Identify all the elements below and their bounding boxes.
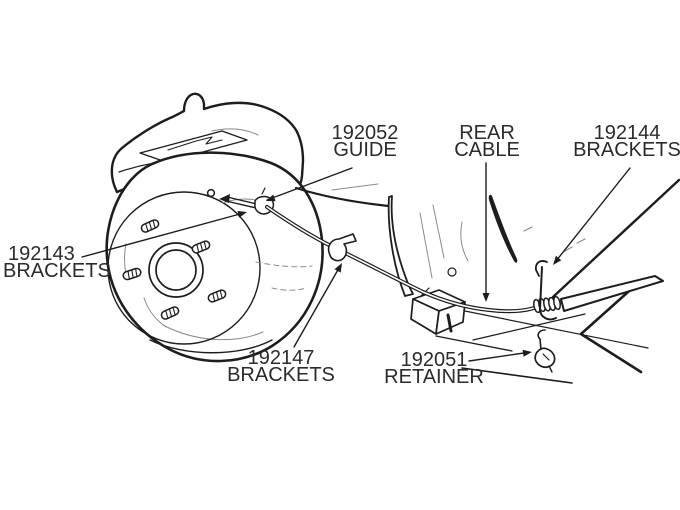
guide-pin-arrow bbox=[219, 194, 230, 203]
label-brackets-right-part-number: 192144 bbox=[593, 122, 661, 144]
cable-clamp-bracket bbox=[327, 233, 357, 262]
label-retainer: 192051 RETAINER bbox=[384, 349, 484, 388]
leader-guide bbox=[266, 167, 353, 202]
retainer-clip bbox=[534, 329, 556, 373]
wheel-studs bbox=[122, 219, 227, 320]
label-brackets-center-part-number: 192147 bbox=[247, 347, 315, 369]
leader-rear-cable bbox=[482, 162, 490, 302]
label-rear-cable: REAR CABLE bbox=[454, 122, 520, 161]
leader-lines bbox=[81, 162, 631, 362]
cable-coil-shield bbox=[533, 295, 561, 314]
label-retainer-name: RETAINER bbox=[384, 365, 484, 388]
label-brackets-left: 192143 BRACKETS bbox=[3, 243, 111, 282]
label-brackets-right: 192144 BRACKETS bbox=[573, 122, 680, 161]
label-guide: 192052 GUIDE bbox=[331, 122, 399, 161]
label-brackets-center: 192147 BRACKETS bbox=[227, 347, 335, 386]
brake-drum bbox=[105, 151, 324, 363]
frame-rail-edge bbox=[551, 178, 680, 299]
label-brackets-center-name: BRACKETS bbox=[227, 363, 335, 386]
label-rear-cable-line1: REAR bbox=[459, 122, 515, 144]
leader-brackets-left bbox=[81, 211, 247, 258]
frame-and-spring bbox=[435, 178, 680, 384]
label-rear-cable-line2: CABLE bbox=[454, 138, 520, 161]
cable-bracket-box bbox=[410, 287, 466, 335]
axle-arm bbox=[294, 183, 469, 297]
spring-shackle-blade bbox=[488, 194, 518, 263]
hub-bore bbox=[148, 242, 204, 298]
label-retainer-part-number: 192051 bbox=[400, 349, 468, 371]
leader-brackets-right bbox=[553, 167, 631, 265]
leaf-spring-tip bbox=[560, 275, 664, 312]
label-guide-part-number: 192052 bbox=[331, 122, 399, 144]
label-brackets-left-name: BRACKETS bbox=[3, 259, 111, 282]
leader-brackets-center bbox=[293, 263, 342, 348]
label-brackets-left-part-number: 192143 bbox=[8, 243, 75, 265]
frame-strap-bracket bbox=[534, 260, 557, 321]
leader-retainer bbox=[468, 349, 532, 362]
drum-face-circle bbox=[107, 191, 261, 345]
label-brackets-right-name: BRACKETS bbox=[573, 138, 680, 161]
label-guide-name: GUIDE bbox=[333, 138, 397, 161]
